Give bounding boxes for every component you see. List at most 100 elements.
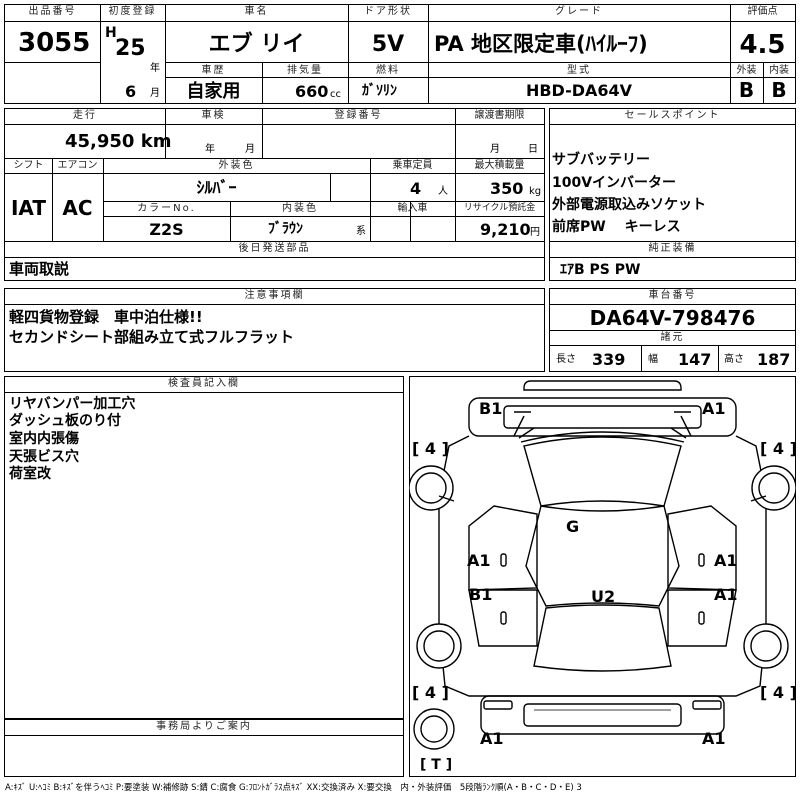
chassis-section [549,288,796,372]
inspector-section [4,376,404,719]
grade-label: グレード [555,6,603,17]
inspection-month-unit: 月 [245,144,255,155]
int-grade: B [771,78,787,102]
reg-month: 6 [125,82,137,101]
score-label: 評価点 [747,6,778,17]
car-outline-diagram [409,380,796,750]
mark-tire-rear-left: [ 4 ] [412,683,449,702]
inspector-line-5: 荷室改 [9,466,51,482]
equipment-value: ｴｱB PS PW [560,262,641,278]
aircon-label: エアコン [57,160,98,171]
mark-b1-front-left: B1 [479,399,503,418]
mark-a1-rear-bumper-right: A1 [702,729,726,748]
body-color: ｼﾙﾊﾞｰ [196,178,237,197]
dims-label: 諸元 [660,332,685,343]
capacity-unit: 人 [438,186,448,197]
note-line-2: セカンドシート部組み立て式フルフラット [9,328,295,346]
fuel: ｶﾞｿﾘﾝ [362,83,397,99]
inspector-label: 検査員記入欄 [168,378,240,389]
month-unit: 月 [150,88,160,99]
body-color-label: 外装色 [218,160,255,171]
length: 339 [592,350,626,369]
import-label: 輸入車 [397,203,428,214]
chassis-label: 車台番号 [648,290,697,301]
recycle-label: リサイクル預託金 [463,203,536,213]
height: 187 [757,350,791,369]
door-type: 5V [371,32,405,57]
capacity-label: 乗車定員 [392,160,433,171]
capacity: 4 [410,179,422,198]
equipment-section [549,241,796,281]
header-section [4,4,796,104]
displacement: 660 [295,82,329,101]
inspection-label: 車検 [201,110,226,121]
cc-label: 排気量 [287,65,323,76]
sales-point-3: 外部電源取込みソケット [552,197,706,213]
reg-number-label: 登録番号 [334,110,383,121]
sales-point-2: 100Vインバーター [552,175,677,191]
legend: A:ｷｽﾞ U:ﾍｺﾐ B:ｷｽﾞを伴うﾍｺﾐ P:要塗装 W:補修跡 S:錆 … [5,783,582,793]
history-label: 車歴 [201,65,226,76]
parts-value: 車両取説 [9,260,70,278]
mark-t-spare-tire: [ T ] [420,757,453,773]
ext-grade: B [738,78,755,102]
shift-label: シフト [13,160,44,171]
sales-point-1: サブバッテリー [552,152,650,168]
aircon: AC [62,196,93,220]
parts-label: 後日発送部品 [238,243,311,254]
note-line-1: 軽四貨物登録 車中泊仕様!! [9,308,203,326]
inspector-line-2: ダッシュ板のり付 [9,413,121,429]
transfer-day-unit: 日 [528,144,538,155]
length-label: 長さ [556,354,576,365]
mileage-label: 走行 [73,110,97,121]
color-no-label: カラーNo. [137,203,196,214]
int-color-unit: 系 [356,226,366,237]
office-label: 事務局よりご案内 [156,721,252,732]
cc-unit: cc [330,89,341,100]
car-name: エブ リイ [208,32,305,57]
model-code: HBD-DA64V [525,81,633,100]
chassis-number: DA64V-798476 [589,306,756,330]
mark-a1-front-right: A1 [702,399,726,418]
inspection-year-unit: 年 [205,144,215,155]
recycle-fee: 9,210 [480,220,531,239]
height-label: 高さ [724,354,744,365]
width: 147 [678,350,712,369]
int-color: ﾌﾞﾗｳﾝ [268,221,303,237]
year-unit: 年 [150,63,160,74]
color-no: Z2S [149,220,184,239]
inspector-line-1: リヤバンパー加工穴 [9,396,136,412]
history: 自家用 [186,81,241,102]
notes-label: 注意事項欄 [244,290,305,301]
lot-label: 出品番号 [28,6,77,17]
int-color-label: 内装色 [282,203,318,214]
office-section [4,719,404,777]
max-load-label: 最大積載量 [474,160,525,171]
mark-tire-front-left: [ 4 ] [412,439,449,458]
ext-label: 外装 [736,65,757,76]
model-label: 型式 [567,65,591,76]
reg-year: 25 [115,36,146,61]
int-label: 内装 [769,65,789,76]
mark-u2-rear: U2 [591,587,616,606]
parts-section [4,241,545,281]
sales-points-label: セールスポイント [624,110,721,121]
lot-number: 3055 [18,28,91,58]
equipment-label: 純正装備 [648,243,697,254]
grade: PA 地区限定車(ﾊｲﾙｰﾌ) [434,32,648,56]
first-reg-label: 初度登録 [108,6,157,17]
fuel-label: 燃料 [376,65,400,76]
score: 4.5 [739,30,786,60]
mark-g-roof: G [566,517,580,536]
era: H [105,25,117,41]
car-diagram [409,376,796,777]
inspector-line-4: 天張ビス穴 [9,449,79,465]
inspector-line-3: 室内内張傷 [9,431,79,447]
transfer-label: 譲渡書期限 [474,110,525,121]
mark-a1-rear-bumper-left: A1 [480,729,504,748]
recycle-unit: 円 [530,227,540,238]
notes-section [4,288,545,372]
mark-tire-front-right: [ 4 ] [760,439,797,458]
mark-a1-right-front-door: A1 [714,551,738,570]
sales-point-4: 前席PW キーレス [552,219,681,235]
